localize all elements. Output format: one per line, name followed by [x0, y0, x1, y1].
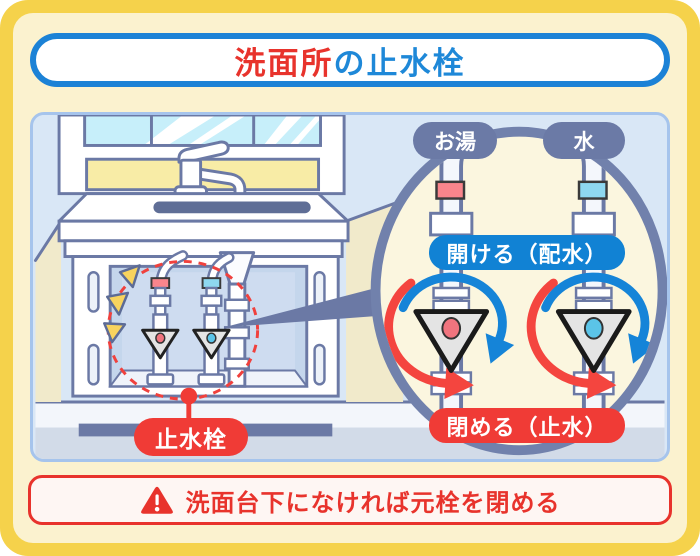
magnifier-pointer [224, 286, 384, 328]
emphasis-sparks [103, 264, 141, 344]
open-direction-arrows [398, 272, 657, 364]
countertop [57, 192, 350, 259]
cold-valve-handle-zoom [555, 309, 632, 373]
page-title-highlight: 洗面所 [234, 45, 334, 81]
hinge [87, 271, 100, 313]
magnifier-lens [370, 126, 667, 456]
left-wall [35, 221, 62, 402]
warning-triangle-icon [140, 485, 174, 516]
cold-water-label: 水 [543, 122, 625, 159]
cold-tab-zoom [577, 180, 608, 200]
hot-tab [150, 277, 171, 289]
hinge [313, 343, 326, 386]
hinge [87, 343, 100, 386]
shutoff-valve-callout: 止水栓 [134, 418, 248, 456]
title-banner: 洗面所の止水栓 [30, 33, 670, 87]
hot-water-label: お湯 [413, 122, 497, 159]
illustration-panel: お湯 水 開ける（配水） 閉める（止水） 止水栓 [30, 112, 670, 462]
close-direction-label: 閉める（止水） [429, 408, 625, 443]
sink-slot [153, 201, 311, 214]
warning-text: 洗面台下になければ元栓を閉める [185, 489, 561, 517]
close-direction-arrows [384, 278, 617, 400]
mirror-panes [84, 115, 321, 146]
hot-valve-handle-zoom [413, 309, 490, 373]
open-direction-label: 開ける（配水） [429, 235, 625, 270]
cold-tab [201, 277, 222, 289]
hot-tab-zoom [435, 180, 466, 200]
hot-valve-handle [141, 328, 180, 360]
cold-valve-handle [192, 328, 231, 360]
warning-note: 洗面台下になければ元栓を閉める [28, 475, 672, 525]
callout-connector [180, 387, 198, 422]
page-title-rest: の止水栓 [333, 45, 466, 81]
